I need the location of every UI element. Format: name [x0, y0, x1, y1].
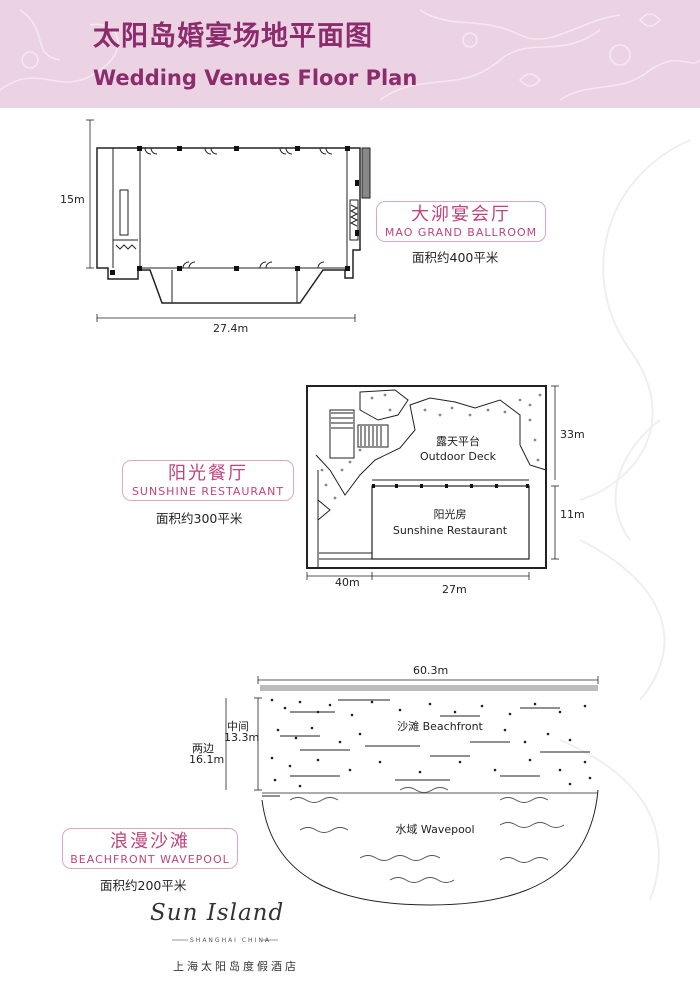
restaurant-name-chinese: 阳光餐厅: [168, 463, 248, 484]
beach-middle-label: 中间: [227, 720, 249, 733]
ballroom-name-box: 大泖宴会厅 MAO GRAND BALLROOM: [376, 201, 546, 242]
restaurant-area: 面积约300平米: [156, 511, 243, 526]
sunshine-room-label-chinese: 阳光房: [433, 508, 467, 521]
restaurant-dimension-33m: 33m: [560, 428, 585, 441]
restaurant-dimension-40m: 40m: [335, 576, 360, 589]
ballroom-name-chinese: 大泖宴会厅: [411, 204, 511, 225]
beach-name-box: 浪漫沙滩 BEACHFRONT WAVEPOOL: [62, 828, 238, 869]
beach-width-dimension: 60.3m: [413, 664, 449, 677]
restaurant-dimension-27m: 27m: [442, 583, 467, 596]
sunshine-room-label-english: Sunshine Restaurant: [392, 524, 508, 537]
outdoor-deck-label-chinese: 露天平台: [436, 435, 480, 448]
ballroom-height-dimension: 15m: [60, 193, 85, 206]
beach-name-chinese: 浪漫沙滩: [110, 831, 190, 852]
beach-side-label: 两边: [192, 742, 214, 755]
ballroom-name-english: MAO GRAND BALLROOM: [384, 226, 538, 239]
beach-side-dimension: 16.1m: [189, 753, 225, 766]
logo-subtitle: SHANGHAI CHINA: [190, 937, 271, 944]
restaurant-dimension-11m: 11m: [560, 508, 585, 521]
logo-chinese-name: 上海太阳岛度假酒店: [173, 960, 299, 973]
ballroom-width-dimension: 27.4m: [213, 322, 249, 335]
wavepool-label: 水域 Wavepool: [395, 823, 475, 836]
page-title-english: Wedding Venues Floor Plan: [93, 66, 418, 90]
restaurant-name-box: 阳光餐厅 SUNSHINE RESTAURANT: [122, 460, 294, 501]
page-header: 太阳岛婚宴场地平面图 Wedding Venues Floor Plan: [0, 0, 700, 108]
page-title-chinese: 太阳岛婚宴场地平面图: [93, 21, 373, 52]
beachfront-label: 沙滩 Beachfront: [397, 720, 483, 733]
beach-name-english: BEACHFRONT WAVEPOOL: [70, 853, 230, 866]
beach-area: 面积约200平米: [100, 878, 187, 893]
restaurant-name-english: SUNSHINE RESTAURANT: [131, 485, 285, 498]
floral-pattern-decoration: [0, 9, 700, 101]
outdoor-deck-label-english: Outdoor Deck: [419, 450, 497, 463]
beach-middle-dimension: 13.3m: [224, 731, 260, 744]
ballroom-area: 面积约400平米: [412, 250, 499, 265]
sun-island-logo: Sun Island: [150, 900, 285, 926]
